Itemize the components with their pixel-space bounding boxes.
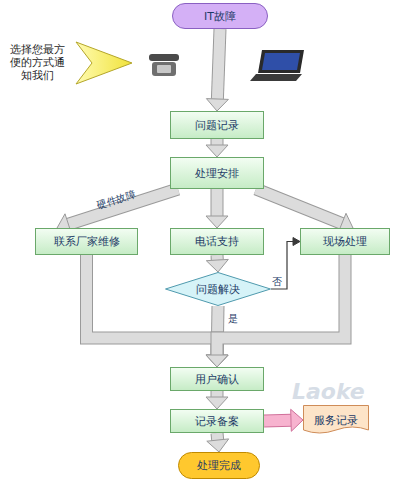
arrow-outline <box>211 433 225 440</box>
arrow-outline <box>211 139 224 145</box>
decision-diamond: 问题解决 <box>165 272 271 306</box>
document-shape: 服务记录 <box>303 405 369 435</box>
arrow-shaft <box>212 189 223 216</box>
laptop-base <box>250 74 302 81</box>
arrow-head <box>291 409 303 431</box>
flow-arrow <box>206 139 228 157</box>
flow-arrow <box>271 238 300 290</box>
node-text: 处理完成 <box>197 459 241 472</box>
flow-arrow <box>206 189 228 228</box>
arrow-head <box>293 238 300 246</box>
arrow-head <box>206 216 228 228</box>
node-text: 联系厂家维修 <box>54 235 120 248</box>
edge-label: 是 <box>228 312 238 325</box>
node-text: 电话支持 <box>195 235 239 248</box>
node-text: 服务记录 <box>314 414 358 427</box>
process-box: 处理安排 <box>170 157 264 189</box>
arrow-outline <box>211 189 224 216</box>
arrow-shaft <box>212 391 223 397</box>
laptop-screen <box>262 53 300 70</box>
process-box: 记录备案 <box>170 409 264 433</box>
flow-arrow <box>207 433 229 452</box>
note-text: 选择您最方便的方式通知我们 <box>6 43 68 82</box>
arrow-outline <box>256 189 342 224</box>
arrow-shaft <box>264 415 291 427</box>
flow-arrow <box>206 255 228 272</box>
node-text: 现场处理 <box>323 235 367 248</box>
pointer-arrow <box>76 42 132 84</box>
process-box: 用户确认 <box>170 367 264 391</box>
process-box: 现场处理 <box>300 228 390 255</box>
laptop-lid <box>258 50 304 73</box>
arrow-head <box>207 439 229 452</box>
node-text: 问题解决 <box>196 283 240 296</box>
flow-arrow <box>206 29 228 111</box>
flow-arrow <box>87 255 229 367</box>
phone-handset <box>149 54 179 61</box>
arrow-outline <box>217 29 220 99</box>
end-oval: 处理完成 <box>178 452 260 479</box>
arrow-head <box>206 145 228 157</box>
arrow-head <box>206 355 228 367</box>
phone-icon <box>149 54 179 76</box>
arrow-outline <box>264 414 291 428</box>
laptop-icon <box>250 50 304 81</box>
phone-body <box>152 62 176 76</box>
process-box: 问题记录 <box>170 111 264 139</box>
node-text: 问题记录 <box>195 119 239 132</box>
arrow-outline <box>211 391 224 397</box>
arrow-shaft <box>212 433 224 440</box>
arrow-outline <box>211 255 224 260</box>
phone-keypad <box>157 65 171 73</box>
edge-label: 否 <box>272 275 282 288</box>
arrow-shaft <box>87 255 218 355</box>
node-text: 用户确认 <box>195 373 239 386</box>
arrow-head <box>206 99 228 111</box>
arrow-shaft <box>217 255 345 355</box>
oval-outline <box>179 453 260 479</box>
flow-arrow <box>206 255 345 367</box>
watermark: Laoke <box>292 380 382 404</box>
diamond-outline <box>166 273 271 306</box>
arrow-outline <box>87 255 218 355</box>
oval-outline <box>173 4 268 29</box>
process-box: 电话支持 <box>170 228 264 255</box>
process-box: 联系厂家维修 <box>35 228 138 255</box>
arrow-head <box>206 355 228 367</box>
flow-arrow <box>256 189 353 234</box>
start-oval: IT故障 <box>172 3 268 29</box>
flow-arrow <box>206 391 228 409</box>
arrow-head <box>206 397 228 409</box>
node-text: 处理安排 <box>195 167 239 180</box>
arrow-head <box>206 355 228 367</box>
document-outline <box>304 406 369 434</box>
node-text: IT故障 <box>204 10 236 23</box>
node-text: 记录备案 <box>195 415 239 428</box>
arrow-head <box>206 259 228 272</box>
arrow-shaft <box>256 189 342 224</box>
connector-line <box>271 242 293 290</box>
flow-arrow <box>264 409 303 431</box>
arrow-outline <box>217 255 345 355</box>
arrow-shaft <box>212 255 223 260</box>
arrow-shaft <box>212 139 223 145</box>
arrow-shaft <box>217 29 220 99</box>
